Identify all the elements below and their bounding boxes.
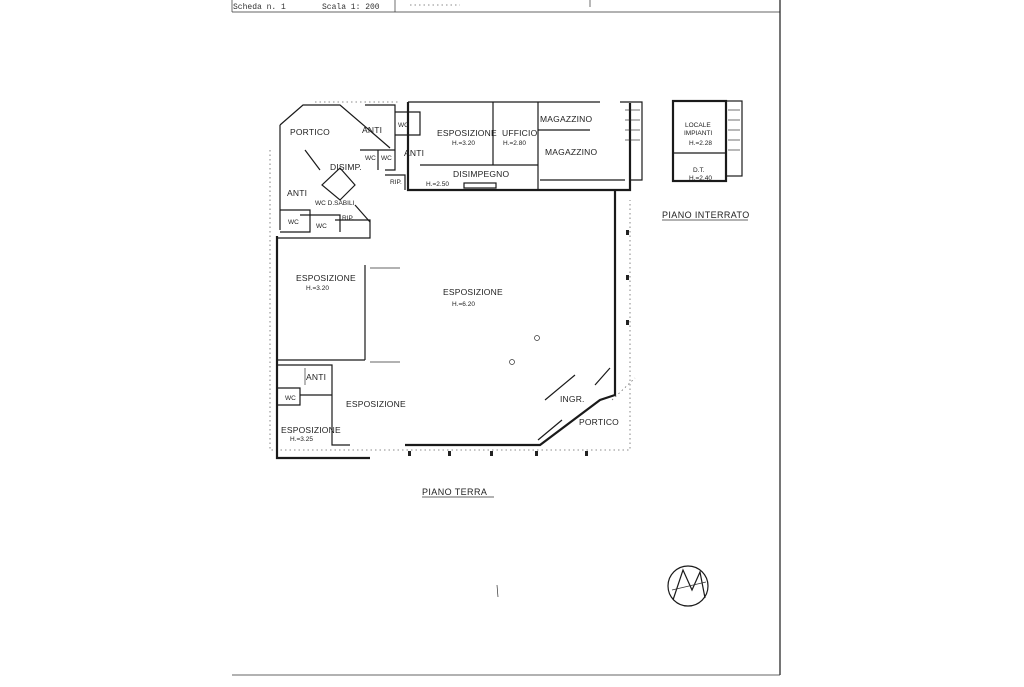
room-esposizione-top: ESPOSIZIONE [437, 128, 497, 138]
wc-left2-walls [300, 214, 341, 232]
pillar-6 [626, 230, 629, 235]
room-wc-left: WC [288, 219, 299, 226]
espos-left-partition [277, 265, 366, 361]
room-anti-left: ANTI [287, 188, 307, 198]
pillar-1 [408, 451, 411, 456]
room-locale-impianti-height: H.=2.28 [689, 140, 712, 147]
basement-plan [671, 99, 743, 183]
column-1 [534, 335, 540, 341]
portico-bottom-diagonal [537, 419, 563, 441]
north-arrow-icon [667, 565, 709, 607]
room-esposizione-main: ESPOSIZIONE [443, 287, 503, 297]
pillar-5 [585, 451, 588, 456]
rip-1-walls [385, 174, 406, 190]
room-esposizione-left-height: H.=3.20 [306, 285, 329, 292]
room-locale-impianti-line2: IMPIANTI [684, 130, 712, 137]
room-rip-1: RIP. [390, 179, 402, 186]
site-boundary [269, 101, 636, 451]
rip-2-door [354, 204, 371, 223]
pillar-3 [490, 451, 493, 456]
title-piano-terra: PIANO TERRA [422, 487, 487, 497]
basement-stair [725, 100, 743, 177]
room-anti-bottom: ANTI [306, 372, 326, 382]
room-anti-top: ANTI [362, 125, 382, 135]
entrance-diagonal [544, 367, 611, 401]
room-wc-top3: WC [381, 155, 392, 162]
room-ufficio: UFFICIO [502, 128, 538, 138]
outer-wall-top-block [406, 102, 632, 192]
rip-2-walls [277, 219, 371, 239]
title-piano-interrato: PIANO INTERRATO [662, 210, 750, 220]
room-magazzino-large: MAGAZZINO [545, 147, 598, 157]
room-esposizione-main-height: H.=6.20 [452, 301, 475, 308]
room-disimpegno-height: H.=2.50 [426, 181, 449, 188]
room-wc-disabili: WC D.SABILI [315, 200, 355, 207]
room-wc-bottom: WC [285, 395, 296, 402]
room-esposizione-bottom: ESPOSIZIONE [346, 399, 406, 409]
header-scala: Scala 1: 200 [322, 3, 380, 12]
outer-wall-bottom-right [405, 190, 617, 447]
disimp-walls [304, 149, 356, 201]
room-anti-mid: ANTI [404, 148, 424, 158]
room-esposizione-top-height: H.=3.20 [452, 140, 475, 147]
bottom-left-rooms [277, 364, 350, 446]
stair-top-right [620, 101, 643, 181]
wc-cluster-walls [360, 111, 421, 171]
room-disimpegno: DISIMPEGNO [453, 169, 510, 179]
room-esposizione-left: ESPOSIZIONE [296, 273, 356, 283]
ground-floor-plan [269, 101, 643, 460]
room-wc-top1: WC [398, 122, 409, 129]
pillar-8 [626, 320, 629, 325]
pillar-2 [448, 451, 451, 456]
room-rip-2: RIP. [342, 215, 354, 222]
pillar-4 [535, 451, 538, 456]
header-scheda: Scheda n. 1 [233, 3, 286, 12]
room-esposizione-corner: ESPOSIZIONE [281, 425, 341, 435]
room-wc-left2: WC [316, 223, 327, 230]
room-dt-height: H.=2.40 [689, 175, 712, 182]
outer-wall-left [275, 236, 370, 460]
room-magazzino-small: MAGAZZINO [540, 114, 593, 124]
room-locale-impianti-line1: LOCALE [685, 122, 711, 129]
room-wc-top2: WC [365, 155, 376, 162]
disimpegno-opening [463, 182, 497, 189]
column-2 [509, 359, 515, 365]
pillar-7 [626, 275, 629, 280]
room-esposizione-corner-height: H.=3.25 [290, 436, 313, 443]
wc-left-walls [280, 209, 311, 233]
anti-wall [365, 104, 396, 135]
room-ufficio-height: H.=2.80 [503, 140, 526, 147]
room-portico-bottom: PORTICO [579, 417, 619, 427]
portico-diagonal [279, 104, 391, 149]
room-ingresso: INGR. [560, 394, 585, 404]
room-portico-top: PORTICO [290, 127, 330, 137]
room-dt: D.T. [693, 167, 705, 174]
stray-mark [496, 584, 499, 598]
room-disimp: DISIMP. [330, 162, 362, 172]
